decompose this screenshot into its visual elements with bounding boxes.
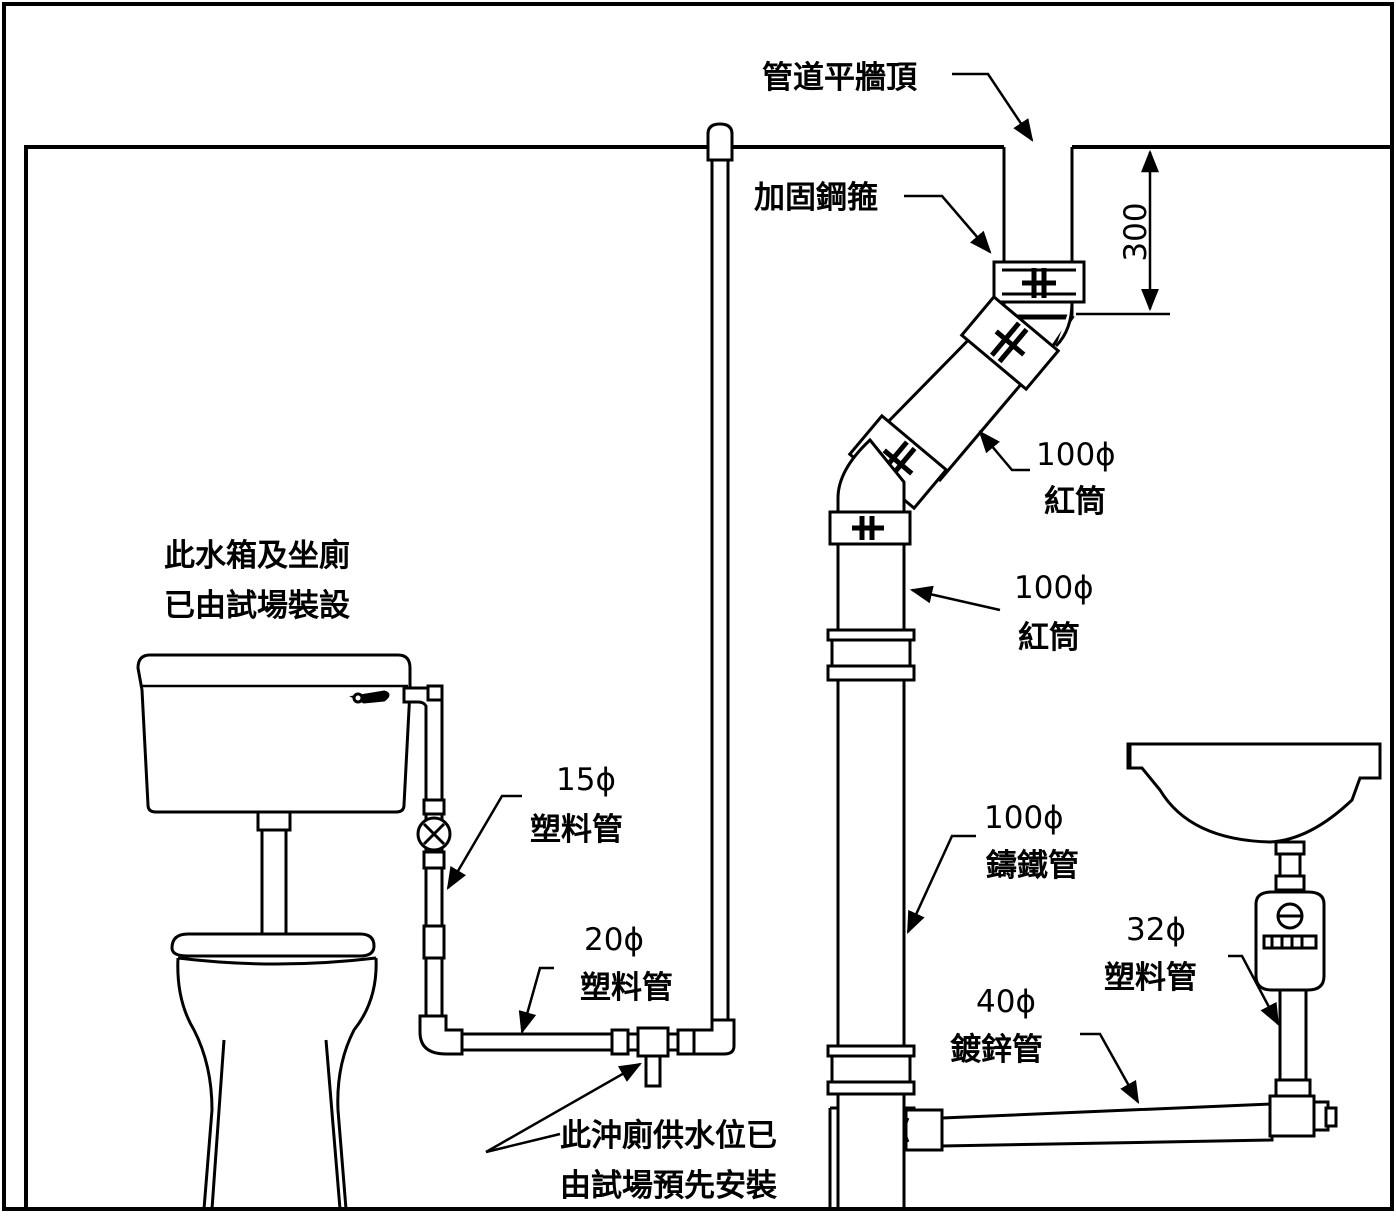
dimension-300-text: 300 <box>1118 202 1154 261</box>
branch-pipe-40 <box>903 1094 1338 1152</box>
dimension-300 <box>1076 145 1170 316</box>
label-plastic15-name: 塑料管 <box>530 812 623 848</box>
label-red-pipe-upper-size: 100ϕ <box>1036 437 1116 473</box>
cistern <box>136 653 416 814</box>
label-galv40-size: 40ϕ <box>976 984 1036 1020</box>
label-red-pipe-upper-name: 紅筒 <box>1044 484 1106 520</box>
label-plastic15-size: 15ϕ <box>556 762 616 798</box>
vertical-riser <box>706 122 734 1022</box>
supply-pipe-15 <box>410 684 452 1042</box>
soil-stack <box>826 147 1086 1209</box>
label-galv40-name: 鍍鋅管 <box>949 1032 1043 1068</box>
label-clamp: 加固鋼箍 <box>754 180 878 216</box>
basin-trap <box>1254 840 1326 1098</box>
label-plastic32-name: 塑料管 <box>1104 960 1197 996</box>
wash-basin <box>1126 742 1382 844</box>
label-plastic20-size: 20ϕ <box>584 922 644 958</box>
label-supply-line2: 由試場預先安裝 <box>560 1168 778 1204</box>
flush-pipe <box>256 810 292 937</box>
label-cistern-line2: 已由試場裝設 <box>164 588 350 624</box>
label-cast-iron-size: 100ϕ <box>984 800 1064 836</box>
clamp-diagonal-upper <box>959 294 1061 392</box>
supply-pipe-20 <box>418 1014 736 1088</box>
label-cistern-line1: 此水箱及坐廁 <box>164 538 350 574</box>
wall-outline-left <box>24 145 1004 1209</box>
label-red-pipe-lower-size: 100ϕ <box>1014 570 1094 606</box>
label-supply-line1: 此沖廁供水位已 <box>560 1118 777 1154</box>
supply-tap-icon <box>644 1054 662 1088</box>
label-cast-iron-name: 鑄鐵管 <box>985 848 1079 884</box>
label-plastic32-size: 32ϕ <box>1126 912 1186 948</box>
label-wall-top: 管道平牆頂 <box>762 60 918 96</box>
leader-lines <box>446 72 1280 1154</box>
waste-tee <box>1268 1094 1316 1138</box>
label-red-pipe-lower-name: 紅筒 <box>1018 620 1080 656</box>
label-plastic20-name: 塑料管 <box>580 970 673 1006</box>
wc-pan <box>170 932 378 1210</box>
